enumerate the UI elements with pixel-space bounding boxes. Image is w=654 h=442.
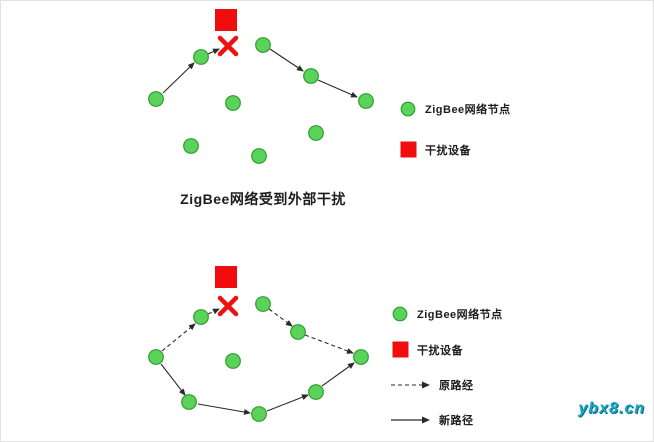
top-legend: ZigBee网络节点 干扰设备 bbox=[399, 101, 511, 182]
legend-item-interferer: 干扰设备 bbox=[399, 141, 511, 158]
route-arrow-dashed bbox=[304, 334, 354, 354]
interference-device bbox=[215, 266, 237, 288]
zigbee-node bbox=[308, 125, 324, 141]
zigbee-node bbox=[251, 406, 267, 422]
zigbee-node bbox=[183, 138, 199, 154]
legend-label: 原路经 bbox=[439, 380, 474, 392]
route-arrow-solid bbox=[317, 79, 358, 98]
route-arrow-dashed bbox=[268, 308, 293, 327]
zigbee-node bbox=[225, 95, 241, 111]
route-arrow-solid bbox=[160, 363, 186, 396]
zigbee-node bbox=[181, 394, 197, 410]
route-arrow-solid bbox=[197, 403, 251, 415]
blocked-link-x bbox=[217, 295, 239, 317]
route-arrow-solid bbox=[266, 394, 309, 412]
legend-label: 新路径 bbox=[439, 415, 474, 427]
zigbee-node bbox=[358, 93, 374, 109]
legend-item-interferer: 干扰设备 bbox=[391, 341, 503, 358]
legend-item-node: ZigBee网络节点 bbox=[391, 306, 503, 322]
blocked-link-x bbox=[217, 35, 239, 57]
zigbee-node bbox=[225, 353, 241, 369]
legend-label: ZigBee网络节点 bbox=[425, 104, 511, 116]
route-arrow-solid bbox=[321, 362, 355, 387]
zigbee-node bbox=[148, 349, 164, 365]
zigbee-node bbox=[353, 349, 369, 365]
zigbee-node bbox=[255, 296, 271, 312]
solid-arrow-icon bbox=[391, 415, 431, 425]
zigbee-node bbox=[148, 91, 164, 107]
zigbee-node-icon bbox=[399, 101, 417, 117]
zigbee-node bbox=[255, 37, 271, 53]
legend-label: 干扰设备 bbox=[417, 344, 463, 357]
interference-device-icon bbox=[399, 141, 417, 158]
zigbee-node bbox=[303, 68, 319, 84]
zigbee-node-icon bbox=[391, 306, 409, 322]
legend-item-node: ZigBee网络节点 bbox=[399, 101, 511, 117]
zigbee-node bbox=[290, 324, 306, 340]
legend-label: ZigBee网络节点 bbox=[417, 309, 503, 321]
interference-device bbox=[215, 9, 237, 31]
top-diagram-caption: ZigBee网络受到外部干扰 bbox=[180, 191, 346, 207]
route-arrow-solid bbox=[269, 48, 304, 72]
zigbee-node bbox=[193, 49, 209, 65]
bottom-legend: ZigBee网络节点 干扰设备 原路经 新路径 bbox=[391, 306, 503, 441]
route-arrow-solid bbox=[162, 62, 195, 94]
dashed-arrow-icon bbox=[391, 380, 431, 390]
route-arrow-dashed bbox=[207, 308, 220, 315]
legend-item-original-route: 原路经 bbox=[391, 377, 503, 393]
watermark: ybx8.cn bbox=[578, 400, 645, 417]
legend-label: 干扰设备 bbox=[425, 144, 471, 157]
route-arrow-solid bbox=[207, 48, 220, 55]
zigbee-node bbox=[251, 148, 267, 164]
zigbee-node bbox=[308, 384, 324, 400]
zigbee-node bbox=[193, 309, 209, 325]
interference-device-icon bbox=[391, 341, 409, 358]
legend-item-new-route: 新路径 bbox=[391, 412, 503, 428]
route-arrow-dashed bbox=[161, 323, 196, 352]
